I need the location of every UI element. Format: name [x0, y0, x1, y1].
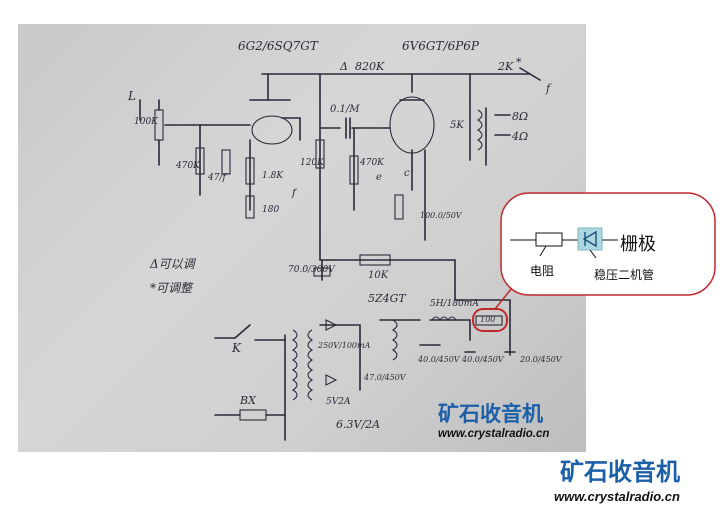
trans-5v-label: 5V2A	[326, 397, 351, 407]
r470k-bias-label: 470K	[359, 158, 385, 168]
cap-filter3-label: 20.0/450V	[519, 355, 563, 364]
feedback-mark: *	[516, 56, 522, 69]
tube-left-label: 6G2/6SQ7GT	[238, 39, 319, 53]
photo-watermark: 矿石收音机 www.crystalradio.cn	[438, 398, 588, 440]
r10k-label: 10K	[368, 270, 389, 281]
fuse-label: BX	[239, 394, 257, 407]
note-line2: *可调整	[150, 281, 194, 295]
cathode-e-label: e	[376, 172, 382, 183]
site-watermark-title: 矿石收音机	[560, 458, 680, 486]
f-left-label: f	[291, 188, 298, 199]
trans-63-label: 6.3V/2A	[336, 418, 380, 431]
watermark-title: 矿石收音机	[438, 402, 543, 426]
cathode-c-label: c	[404, 168, 410, 179]
tube-right-label: 6V6GT/6P6P	[402, 39, 480, 53]
schematic-photo	[18, 24, 586, 452]
r470k-a-label: 470K	[175, 161, 201, 171]
c100-label: 100.0/50V	[420, 211, 463, 220]
r1k8-label: 1.8K	[262, 171, 284, 181]
c47-label: 47/f	[207, 173, 227, 183]
coupling-cap-label: 0.1/M	[330, 104, 360, 115]
resistor-label: 电阻	[530, 264, 555, 278]
plate-resistor-prefix: Δ	[339, 60, 348, 73]
feedback-resistor-label: 2K	[497, 60, 514, 73]
note-line1: Δ可以调	[149, 257, 197, 271]
primary-5k-label: 5K	[450, 120, 464, 131]
ohm8-label: 8Ω	[512, 110, 528, 123]
c70-label: 70.0/300V	[288, 265, 336, 275]
cap-filter2-label: 40.0/450V	[461, 355, 505, 364]
zener-label: 稳压二机管	[594, 268, 655, 282]
r120k-label: 120K	[300, 158, 325, 168]
cap-filter1-label: 40.0/450V	[417, 355, 461, 364]
input-label: L	[127, 89, 136, 103]
pot-label: 100K	[134, 117, 159, 127]
ohm4-label: 4Ω	[511, 130, 528, 143]
grid-label: 栅极	[620, 234, 656, 254]
r100-label: 100	[480, 315, 495, 324]
f-right-label: f	[545, 82, 552, 95]
cap-small-label: 47.0/450V	[363, 373, 407, 382]
choke-label: 5H/180mA	[430, 299, 479, 309]
plate-resistor-label: 820K	[355, 60, 385, 73]
r180-label: 180	[262, 205, 279, 215]
rect-tube-label: 5Z4GT	[368, 292, 407, 305]
site-watermark: 矿石收音机 www.crystalradio.cn	[554, 452, 722, 504]
watermark-url: www.crystalradio.cn	[438, 428, 550, 440]
trans-hv-label: 250V/100mA	[317, 341, 371, 350]
callout-shape	[500, 192, 716, 296]
site-watermark-url: www.crystalradio.cn	[554, 489, 680, 504]
switch-k-label: K	[231, 341, 242, 355]
callout-balloon: 栅极 电阻 稳压二机管	[500, 192, 716, 296]
